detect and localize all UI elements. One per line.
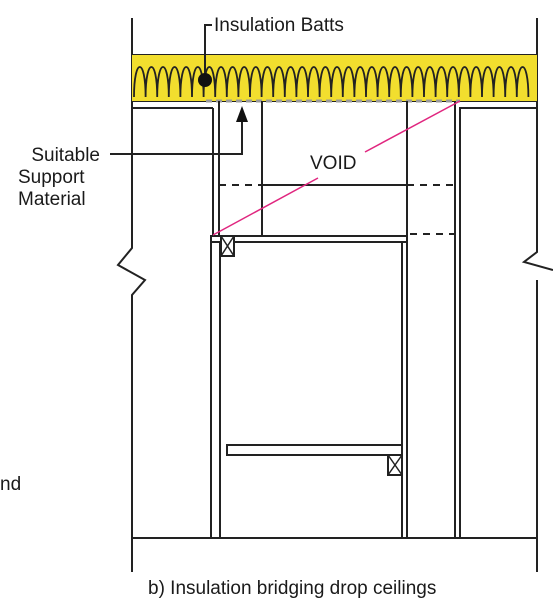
- lower-shelf: [226, 444, 403, 456]
- right-wall-edge: [521, 18, 553, 271]
- label-edge-fragment: nd: [0, 474, 21, 495]
- support-arrow-icon: [236, 106, 248, 122]
- label-void: VOID: [310, 153, 356, 174]
- void-line-b: [364, 100, 461, 153]
- blocking-top: [220, 235, 235, 257]
- left-wall-edge: [116, 18, 147, 572]
- support-leader: [110, 120, 243, 155]
- label-support-3: Material: [18, 189, 86, 210]
- caption: b) Insulation bridging drop ceilings: [148, 578, 436, 599]
- void-line-a: [212, 177, 319, 236]
- label-support-2: Support: [18, 167, 85, 188]
- insulation-batts: [132, 55, 537, 101]
- label-insulation-batts: Insulation Batts: [214, 15, 344, 36]
- insulation-batt-loops: [133, 66, 530, 98]
- blocking-bottom: [387, 454, 403, 476]
- insulation-leader: [204, 24, 212, 82]
- label-support-1: Suitable: [31, 145, 100, 166]
- insulation-leader-dot: [198, 73, 212, 87]
- drop-ceiling-board: [210, 235, 408, 243]
